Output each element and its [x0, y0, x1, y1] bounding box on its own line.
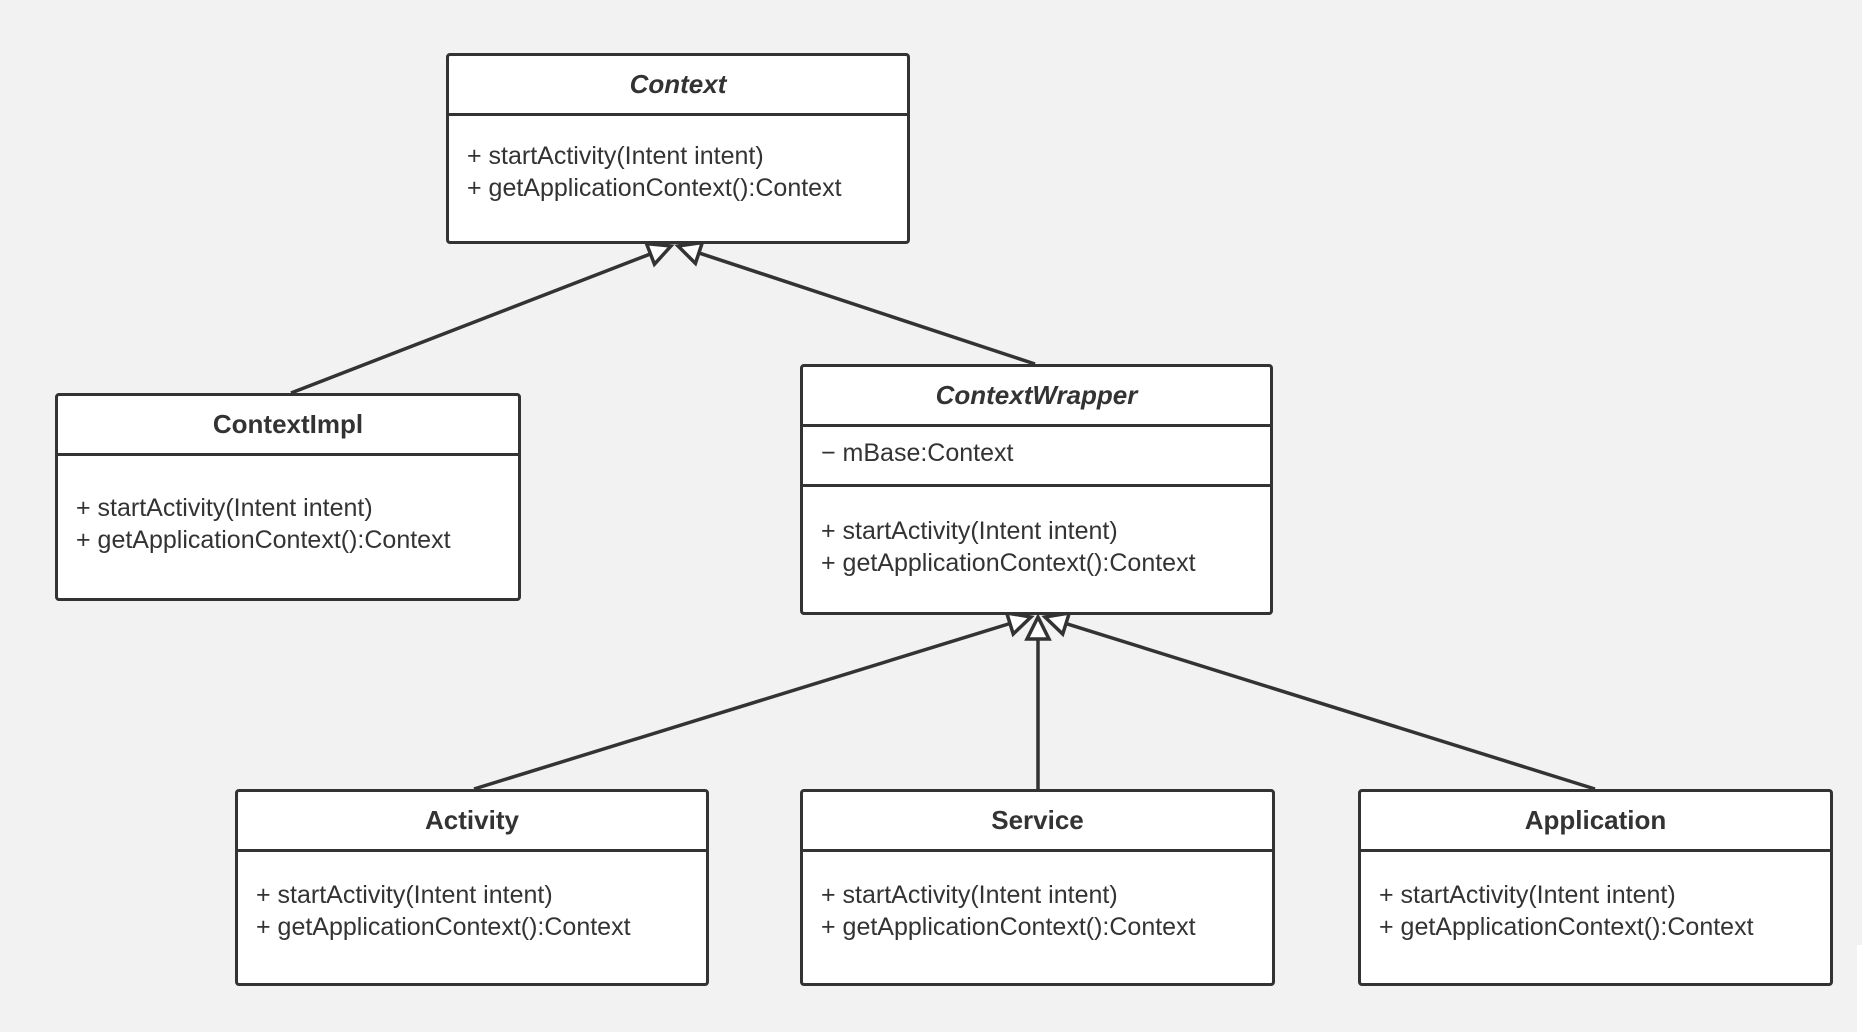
edge-contextwrapper-to-context — [698, 251, 1036, 366]
class-context[interactable]: Context + startActivity(Intent intent) +… — [446, 53, 910, 244]
attribute: − mBase:Context — [821, 439, 1014, 467]
operation: + startActivity(Intent intent) — [821, 881, 1118, 909]
operation: + startActivity(Intent intent) — [76, 494, 373, 522]
operation: + getApplicationContext():Context — [1379, 913, 1754, 941]
generalization-arrowhead-activity — [1004, 610, 1035, 638]
operations: + startActivity(Intent intent) + getAppl… — [58, 456, 518, 556]
operations: + startActivity(Intent intent) + getAppl… — [449, 116, 907, 204]
generalization-arrowhead-service — [1024, 613, 1052, 641]
class-name: Service — [803, 792, 1272, 852]
operation: + getApplicationContext():Context — [467, 174, 842, 202]
class-name: Context — [449, 56, 907, 116]
edge-contextimpl-to-context — [290, 252, 652, 395]
operation: + getApplicationContext():Context — [76, 526, 451, 554]
operation: + getApplicationContext():Context — [821, 549, 1196, 577]
operations: + startActivity(Intent intent) + getAppl… — [1361, 852, 1830, 943]
operation: + startActivity(Intent intent) — [256, 881, 553, 909]
operations: + startActivity(Intent intent) + getAppl… — [803, 487, 1270, 579]
class-name: Activity — [238, 792, 706, 852]
class-name: ContextWrapper — [803, 367, 1270, 427]
class-contextwrapper[interactable]: ContextWrapper − mBase:Context + startAc… — [800, 364, 1273, 615]
generalization-arrowhead-application — [1041, 610, 1072, 638]
attributes: − mBase:Context — [803, 427, 1270, 487]
class-service[interactable]: Service + startActivity(Intent intent) +… — [800, 789, 1275, 986]
edge-activity-to-contextwrapper — [473, 621, 1011, 791]
class-contextimpl[interactable]: ContextImpl + startActivity(Intent inten… — [55, 393, 521, 601]
generalization-arrowhead-contextimpl — [643, 241, 675, 268]
operation: + startActivity(Intent intent) — [1379, 881, 1676, 909]
generalization-arrowhead-contextwrapper — [674, 240, 705, 267]
class-application[interactable]: Application + startActivity(Intent inten… — [1358, 789, 1833, 986]
operation: + getApplicationContext():Context — [821, 913, 1196, 941]
edge-application-to-contextwrapper — [1065, 621, 1596, 791]
operations: + startActivity(Intent intent) + getAppl… — [238, 852, 706, 943]
operations: + startActivity(Intent intent) + getAppl… — [803, 852, 1272, 943]
operation: + startActivity(Intent intent) — [467, 142, 764, 170]
class-activity[interactable]: Activity + startActivity(Intent intent) … — [235, 789, 709, 986]
operation: + getApplicationContext():Context — [256, 913, 631, 941]
operation: + startActivity(Intent intent) — [821, 517, 1118, 545]
screen-edge-artifact — [1857, 945, 1862, 1032]
class-name: Application — [1361, 792, 1830, 852]
class-name: ContextImpl — [58, 396, 518, 456]
